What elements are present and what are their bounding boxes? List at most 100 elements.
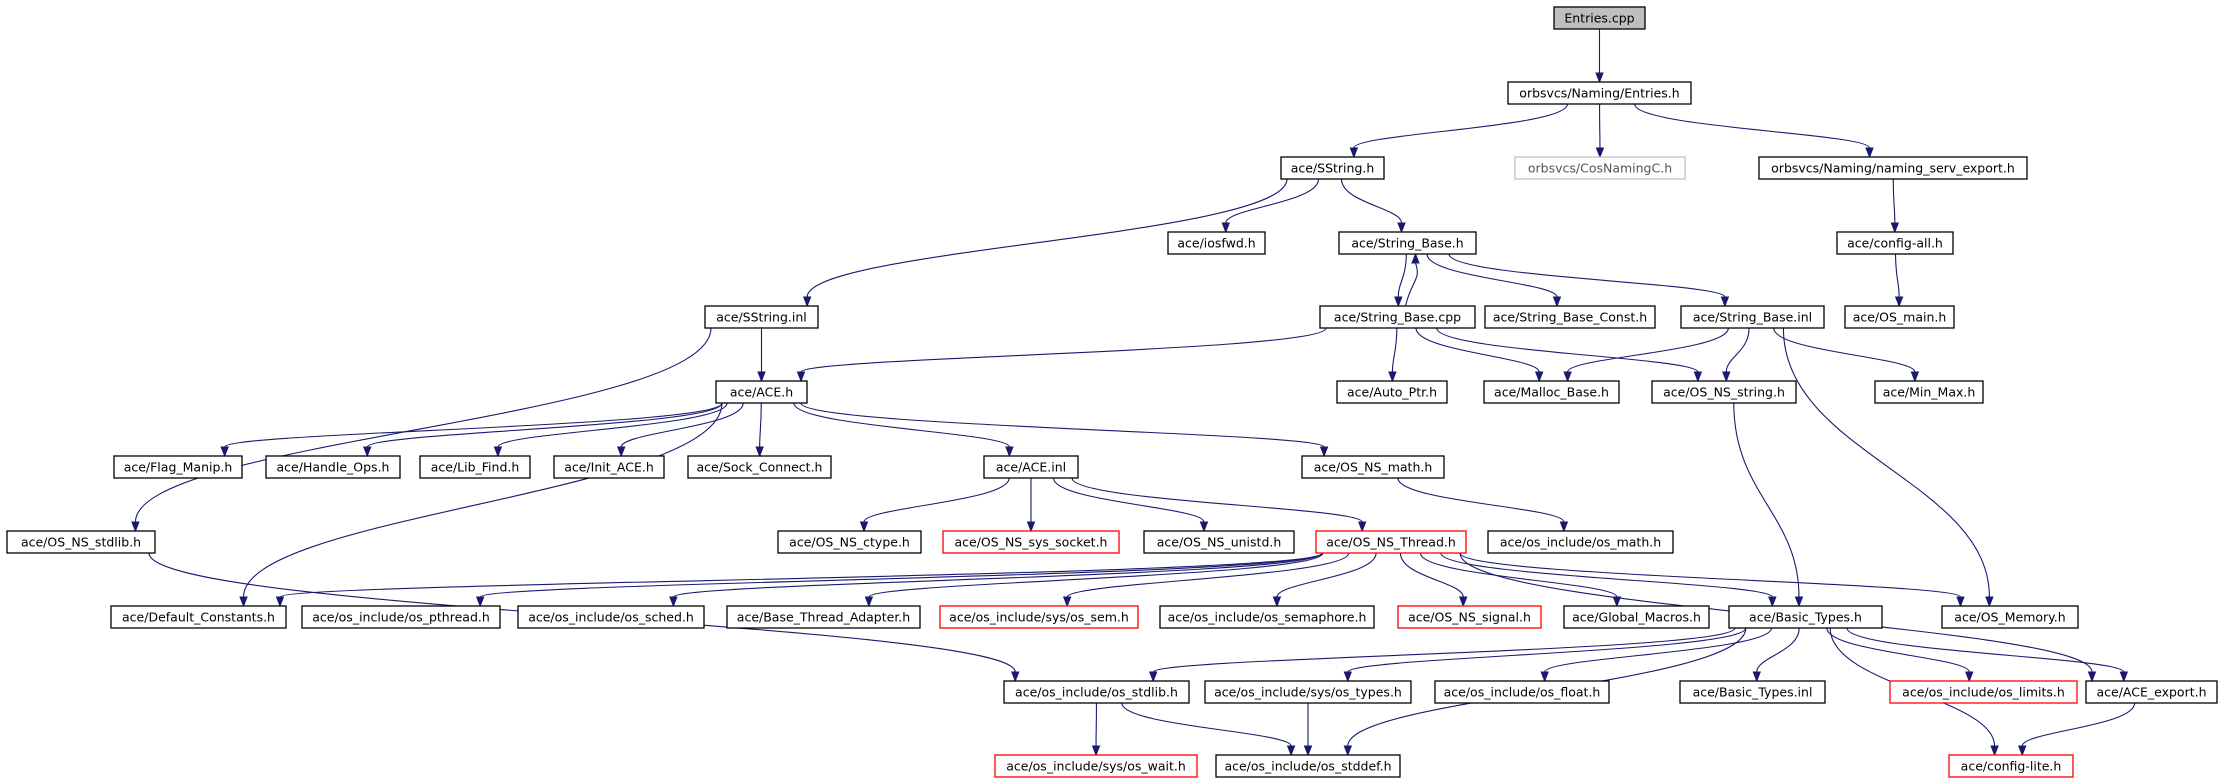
node-base-thread-adapter-h[interactable]: ace/Base_Thread_Adapter.h — [726, 605, 921, 629]
node-os-stddef-h[interactable]: ace/os_include/os_stddef.h — [1215, 754, 1401, 778]
edge-arrowhead — [616, 446, 626, 458]
node-box — [994, 754, 1198, 778]
node-os-ns-math-h[interactable]: ace/OS_NS_math.h — [1301, 455, 1445, 479]
node-os-ns-thread-h[interactable]: ace/OS_NS_Thread.h — [1315, 530, 1467, 554]
edge-string-base-inl-to-malloc-base-h — [1563, 327, 1729, 383]
node-os-pthread-h[interactable]: ace/os_include/os_pthread.h — [301, 605, 501, 629]
node-box — [1319, 305, 1476, 329]
edge-arrowhead — [1388, 371, 1397, 383]
node-os-semaphore-h[interactable]: ace/os_include/os_semaphore.h — [1159, 605, 1375, 629]
edge-arrowhead — [755, 446, 764, 458]
node-box — [1484, 305, 1656, 329]
node-basic-types-h[interactable]: ace/Basic_Types.h — [1728, 605, 1883, 629]
node-lib-find-h[interactable]: ace/Lib_Find.h — [419, 455, 531, 479]
edge-os-ns-string-h-to-basic-types-h — [1733, 402, 1804, 608]
node-label: ace/os_include/sys/os_wait.h — [1006, 759, 1186, 774]
node-string-base-inl[interactable]: ace/String_Base.inl — [1680, 305, 1825, 329]
node-sock-connect-h[interactable]: ace/Sock_Connect.h — [687, 455, 832, 479]
node-label: ace/OS_NS_math.h — [1314, 460, 1433, 475]
edge-basic-types-h-to-basic-types-inl — [1752, 627, 1800, 683]
node-os-ns-ctype-h[interactable]: ace/OS_NS_ctype.h — [777, 530, 922, 554]
node-init-ace-h[interactable]: ace/Init_ACE.h — [553, 455, 665, 479]
node-cosnamingc-h[interactable]: orbsvcs/CosNamingC.h — [1514, 156, 1686, 180]
edge-line — [1053, 477, 1205, 523]
node-iosfwd-h[interactable]: ace/iosfwd.h — [1167, 231, 1266, 255]
node-handle-ops-h[interactable]: ace/Handle_Ops.h — [265, 455, 401, 479]
edge-ace-inl-to-os-ns-thread-h — [1071, 477, 1367, 533]
edge-basic-types-h-to-os-limits-h — [1826, 627, 1974, 683]
node-global-macros-h[interactable]: ace/Global_Macros.h — [1563, 605, 1710, 629]
node-os-ns-unistd-h[interactable]: ace/OS_NS_unistd.h — [1143, 530, 1295, 554]
node-os-ns-string-h[interactable]: ace/OS_NS_string.h — [1651, 380, 1797, 404]
edge-sstring-inl-to-os-ns-stdlib-h — [131, 327, 712, 533]
node-label: ace/Flag_Manip.h — [124, 460, 233, 475]
edge-line — [868, 552, 1324, 598]
node-ace-export-h[interactable]: ace/ACE_export.h — [2085, 680, 2218, 704]
node-sstring-h[interactable]: ace/SString.h — [1280, 156, 1385, 180]
node-label: ace/String_Base.inl — [1693, 310, 1812, 325]
edge-arrowhead — [2119, 671, 2129, 683]
node-box — [1487, 530, 1674, 554]
node-entries-h[interactable]: orbsvcs/Naming/Entries.h — [1507, 81, 1692, 105]
node-string-base-const-h[interactable]: ace/String_Base_Const.h — [1484, 305, 1656, 329]
node-os-sched-h[interactable]: ace/os_include/os_sched.h — [517, 605, 705, 629]
node-label: ace/os_include/os_limits.h — [1902, 685, 2065, 700]
node-os-main-h[interactable]: ace/OS_main.h — [1844, 305, 1955, 329]
node-naming-serv-export-h[interactable]: orbsvcs/Naming/naming_serv_export.h — [1758, 156, 2028, 180]
node-basic-types-inl[interactable]: ace/Basic_Types.inl — [1679, 680, 1826, 704]
edge-os-ns-thread-h-to-global-macros-h — [1419, 552, 1622, 608]
node-sstring-inl[interactable]: ace/SString.inl — [704, 305, 819, 329]
node-default-constants-h[interactable]: ace/Default_Constants.h — [110, 605, 287, 629]
node-label: ace/Basic_Types.h — [1749, 610, 1862, 625]
edge-arrowhead — [2018, 745, 2027, 757]
node-os-memory-h[interactable]: ace/OS_Memory.h — [1941, 605, 2079, 629]
node-os-ns-stdlib-h[interactable]: ace/OS_NS_stdlib.h — [6, 530, 156, 554]
edge-os-ns-math-h-to-os-math-h — [1397, 477, 1569, 533]
node-os-ns-signal-h[interactable]: ace/OS_NS_signal.h — [1397, 605, 1542, 629]
edge-arrowhead — [1965, 671, 1974, 683]
node-os-sem-h[interactable]: ace/os_include/sys/os_sem.h — [939, 605, 1139, 629]
node-os-ns-sys-socket-h[interactable]: ace/OS_NS_sys_socket.h — [942, 530, 1120, 554]
edge-arrowhead — [1894, 296, 1904, 308]
node-label: ace/Sock_Connect.h — [697, 460, 823, 475]
edge-arrowhead — [1612, 596, 1622, 608]
node-os-limits-h[interactable]: ace/os_include/os_limits.h — [1889, 680, 2078, 704]
node-auto-ptr-h[interactable]: ace/Auto_Ptr.h — [1336, 380, 1448, 404]
node-os-float-h[interactable]: ace/os_include/os_float.h — [1434, 680, 1610, 704]
node-entries-cpp[interactable]: Entries.cpp — [1553, 6, 1646, 30]
node-label: ace/os_include/sys/os_types.h — [1214, 685, 1402, 700]
node-os-stdlib-h[interactable]: ace/os_include/os_stdlib.h — [1003, 680, 1190, 704]
edge-basic-types-h-to-ace-export-h — [1846, 627, 2129, 683]
edge-arrowhead — [275, 596, 285, 608]
edge-ace-h-to-os-ns-math-h — [800, 402, 1329, 458]
node-label: ace/Malloc_Base.h — [1494, 385, 1609, 400]
edge-sstring-h-to-string-base-h — [1340, 178, 1406, 234]
node-box — [113, 455, 243, 479]
node-config-lite-h[interactable]: ace/config-lite.h — [1948, 754, 2074, 778]
edge-line — [1773, 327, 1916, 373]
node-malloc-base-h[interactable]: ace/Malloc_Base.h — [1483, 380, 1620, 404]
edge-line — [1340, 178, 1403, 224]
edge-ace-inl-to-os-ns-unistd-h — [1053, 477, 1209, 533]
edge-basic-types-h-to-os-float-h — [1540, 627, 1773, 683]
node-ace-inl[interactable]: ace/ACE.inl — [983, 455, 1079, 479]
node-ace-h[interactable]: ace/ACE.h — [715, 380, 808, 404]
edge-line — [1436, 327, 1699, 373]
node-config-all-h[interactable]: ace/config-all.h — [1836, 231, 1954, 255]
node-box — [1758, 156, 2028, 180]
node-os-math-h[interactable]: ace/os_include/os_math.h — [1487, 530, 1674, 554]
edge-arrowhead — [1890, 222, 1900, 234]
edge-arrowhead — [1595, 147, 1605, 159]
edge-arrowhead — [1956, 596, 1965, 608]
node-string-base-cpp[interactable]: ace/String_Base.cpp — [1319, 305, 1476, 329]
node-flag-manip-h[interactable]: ace/Flag_Manip.h — [113, 455, 243, 479]
node-string-base-h[interactable]: ace/String_Base.h — [1338, 231, 1477, 255]
node-os-wait-h[interactable]: ace/os_include/sys/os_wait.h — [994, 754, 1198, 778]
node-label: ace/OS_Memory.h — [1954, 610, 2065, 625]
node-min-max-h[interactable]: ace/Min_Max.h — [1874, 380, 1984, 404]
node-os-types-h[interactable]: ace/os_include/sys/os_types.h — [1204, 680, 1412, 704]
edge-line — [1121, 702, 1292, 747]
edge-arrowhead — [1199, 521, 1209, 533]
edge-arrowhead — [1343, 671, 1353, 683]
